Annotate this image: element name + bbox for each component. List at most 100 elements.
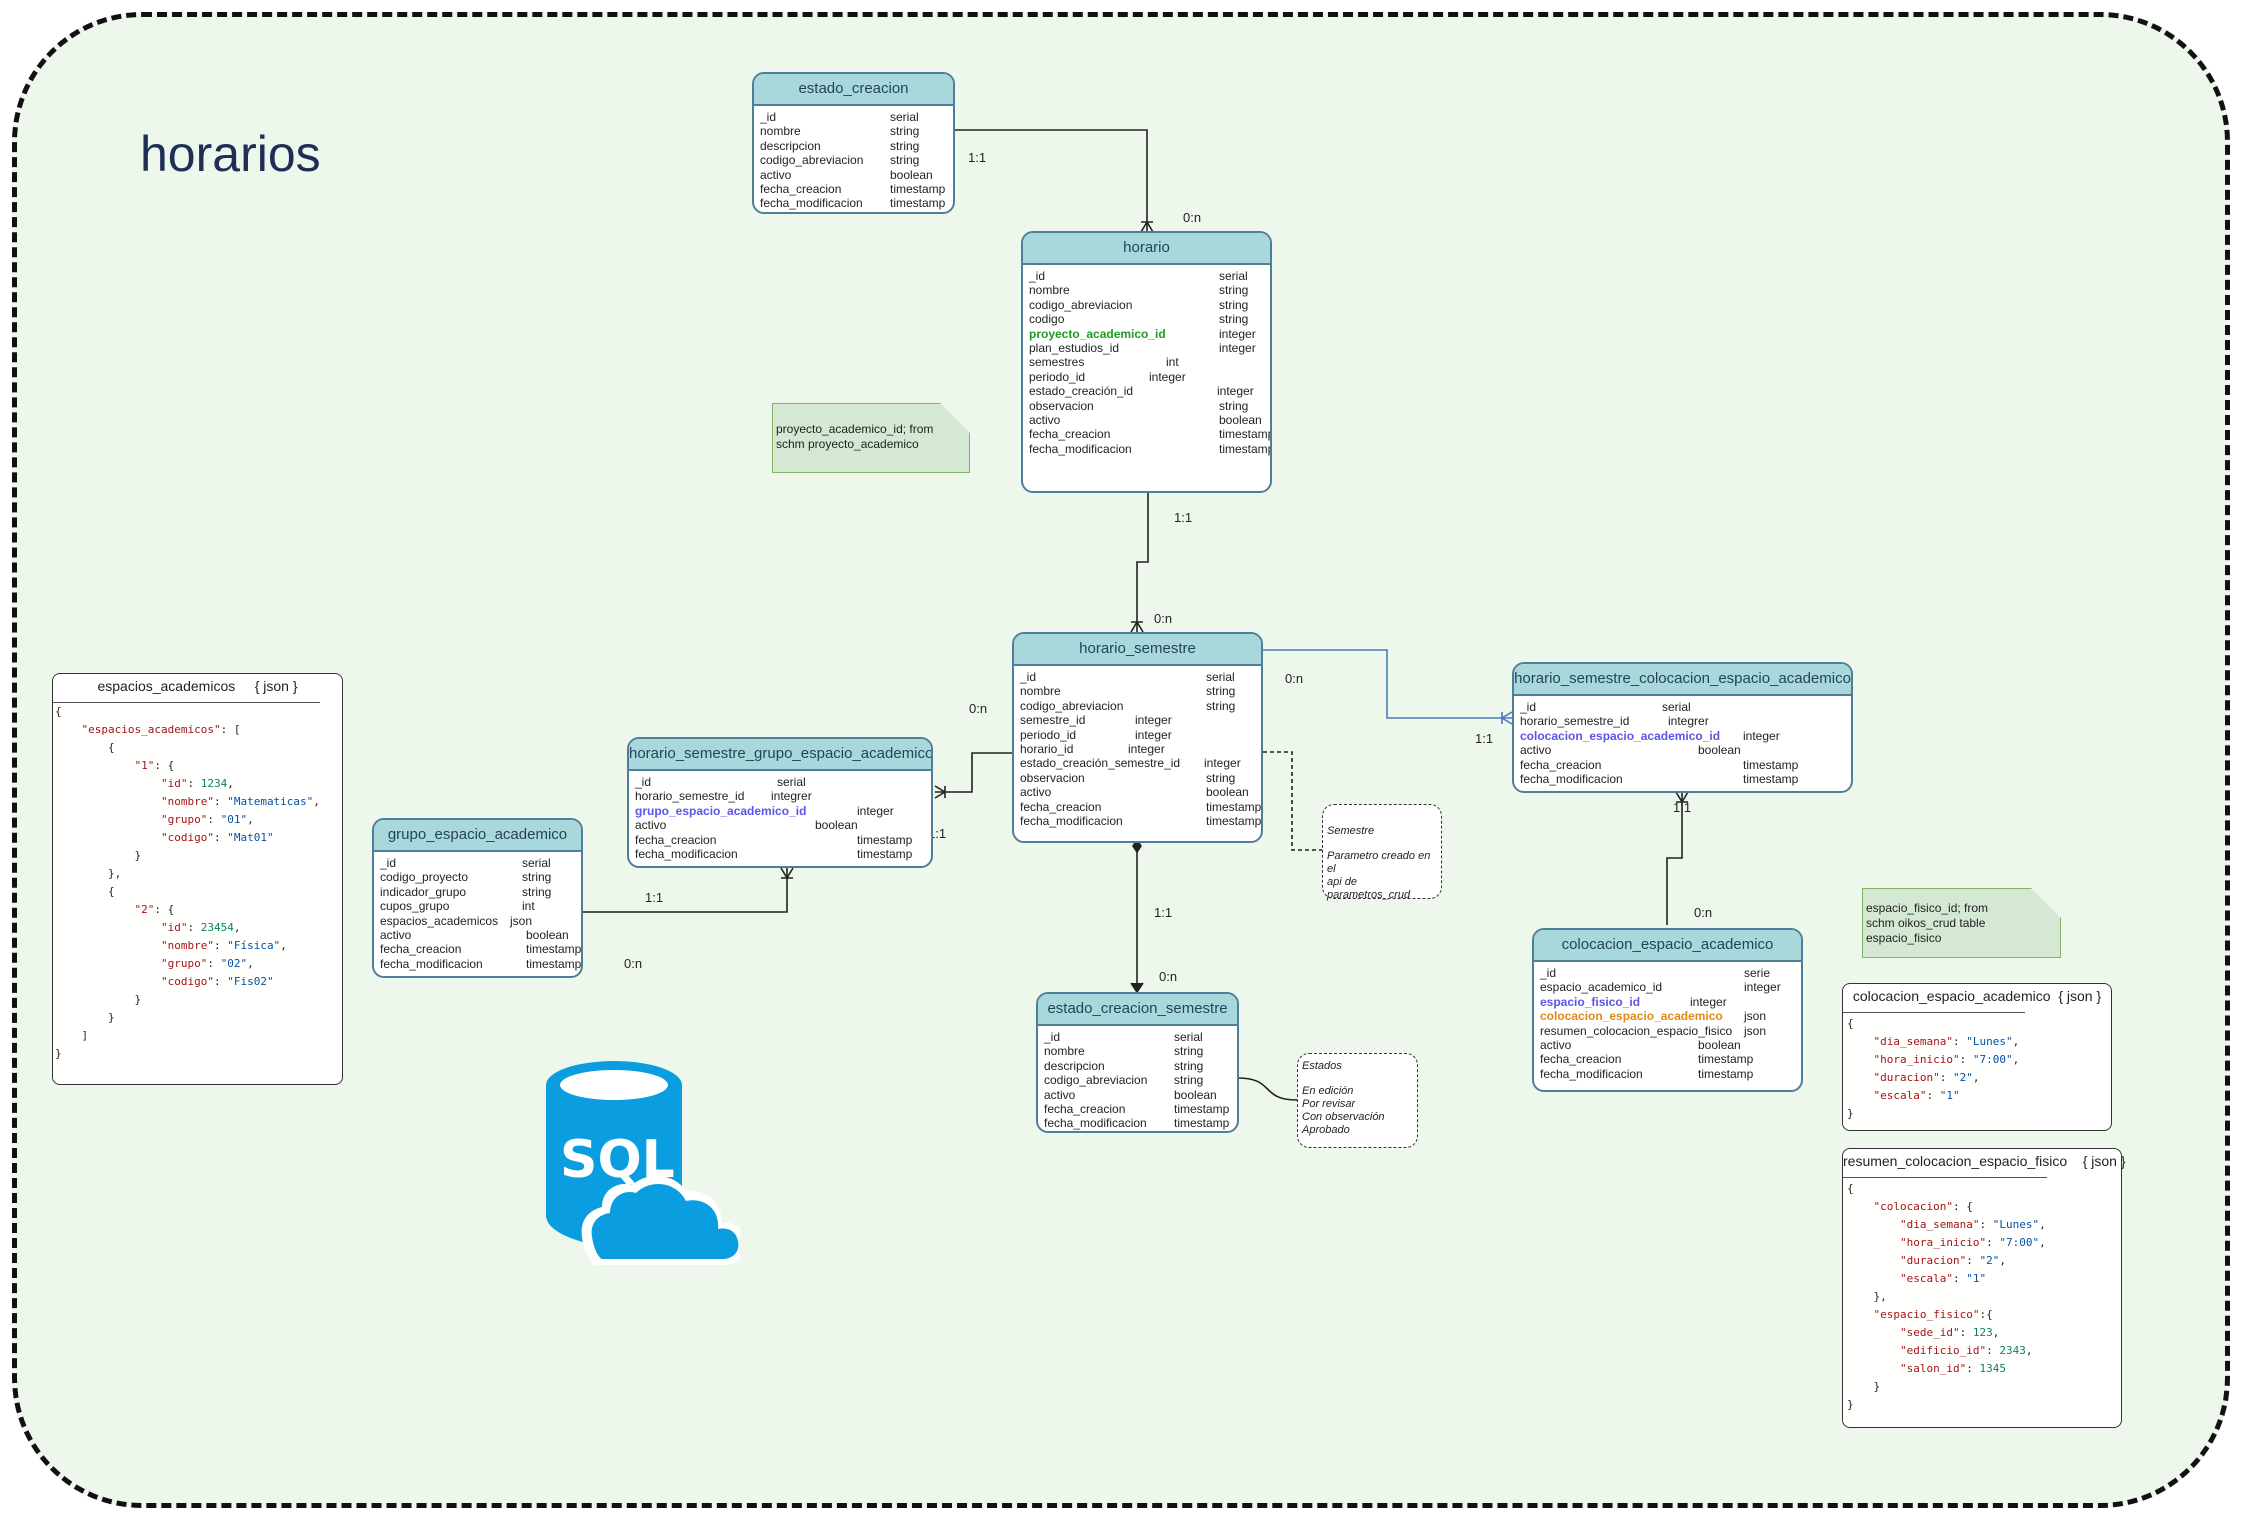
field-name: activo	[1044, 1087, 1076, 1102]
field-name: fecha_modificacion	[760, 196, 863, 211]
json-line: "dia_semana": "Lunes",	[1847, 1216, 2047, 1234]
field-type: integer	[1217, 384, 1254, 399]
json-token: "codigo"	[160, 975, 214, 988]
json-token: "2"	[1979, 1254, 2000, 1267]
field-name: fecha_creacion	[1029, 427, 1111, 442]
field-type: string	[1206, 698, 1236, 713]
json-line: "edificio_id": 2343,	[1847, 1342, 2047, 1360]
field-type: string	[1219, 312, 1249, 327]
json-token: :	[1926, 1089, 1940, 1102]
json-token	[55, 921, 161, 934]
note-espacio-fisico: espacio_fisico_id; from schm oikos_crud …	[1862, 888, 2061, 958]
json-token	[55, 777, 161, 790]
json-token: ,	[247, 813, 254, 826]
field-name: fecha_modificacion	[1044, 1116, 1147, 1131]
json-token	[55, 813, 161, 826]
field-name: fecha_creacion	[1540, 1052, 1622, 1067]
field-type: int	[522, 899, 535, 914]
field-type: timestamp	[857, 846, 913, 861]
json-token	[1847, 1362, 1900, 1375]
field-type: string	[1219, 283, 1249, 298]
json-line: "dia_semana": "Lunes",	[1847, 1033, 2025, 1051]
entity-horario-semestre-colocacion-espacio-academico[interactable]: horario_semestre_colocacion_espacio_acad…	[1512, 662, 1853, 793]
json-token: ,	[233, 921, 241, 934]
field-type: timestamp	[857, 832, 913, 847]
field-name: horario_semestre_id	[1520, 714, 1630, 729]
field-name: codigo_abreviacion	[760, 153, 864, 168]
json-header: colocacion_espacio_academico { json }	[1843, 984, 2111, 1006]
json-token	[1847, 1035, 1874, 1048]
field-name: nombre	[1029, 283, 1070, 298]
field-type: string	[1206, 684, 1236, 699]
note-proyecto-academico: proyecto_academico_id; from schm proyect…	[772, 403, 970, 473]
json-token	[55, 939, 161, 952]
json-token: :	[1979, 1218, 1993, 1231]
json-token: "grupo"	[160, 813, 208, 826]
field-type: json	[1744, 1023, 1767, 1038]
json-token: :	[187, 921, 201, 934]
json-token: "Física"	[227, 939, 281, 952]
json-token: :	[207, 957, 221, 970]
rel-label: 0:n	[1154, 611, 1173, 626]
entity-title: horario_semestre	[1014, 634, 1261, 666]
field-type: serial	[777, 775, 806, 789]
json-token: ,	[280, 939, 287, 952]
callout-semestre: Semestre Parametro creado en el api de p…	[1322, 804, 1442, 901]
rel-label: 0:n	[1285, 671, 1304, 686]
field-type: timestamp	[526, 956, 582, 971]
field-type: timestamp	[1743, 757, 1799, 772]
json-token	[55, 957, 161, 970]
json-line: }	[55, 847, 320, 865]
field-name: semestre_id	[1020, 713, 1086, 728]
field-name: espacios_academicos	[380, 913, 499, 928]
field-type: timestamp	[1174, 1101, 1230, 1116]
entity-horario-semestre-grupo-espacio-academico[interactable]: horario_semestre_grupo_espacio_academico…	[627, 737, 933, 868]
json-line: }	[1847, 1378, 2047, 1396]
json-token: "02"	[220, 957, 248, 970]
json-token: "1"	[1939, 1089, 1960, 1102]
json-token: "hora_inicio"	[1873, 1053, 1960, 1066]
field-type: serial	[1174, 1030, 1203, 1044]
field-type: boolean	[815, 818, 858, 833]
json-token: "Matematicas"	[227, 795, 314, 808]
json-token: :	[213, 795, 228, 808]
json-token: }	[55, 1011, 115, 1024]
json-token: :	[1939, 1071, 1953, 1084]
json-line: }	[1847, 1396, 2047, 1414]
json-line: }	[55, 991, 320, 1009]
field-name: periodo_id	[1029, 369, 1086, 384]
field-row: nombre string	[1029, 283, 1264, 297]
field-type: string	[890, 153, 920, 168]
json-token: {	[1847, 1182, 1854, 1195]
json-token: "hora_inicio"	[1899, 1236, 1987, 1249]
json-token: "escala"	[1873, 1089, 1927, 1102]
json-line: "espacios_academicos": [	[55, 721, 320, 739]
field-type: int	[1166, 355, 1179, 370]
field-name: observacion	[1020, 770, 1085, 785]
field-name: codigo_abreviacion	[1020, 698, 1124, 713]
field-name: fecha_modificacion	[1020, 813, 1123, 828]
field-name: _id	[635, 775, 652, 789]
field-name: nombre	[1044, 1044, 1085, 1059]
field-row: codigo_abreviacion string	[760, 153, 947, 167]
field-name: proyecto_academico_id	[1029, 326, 1166, 341]
json-header: resumen_colocacion_espacio_fisico { json…	[1843, 1149, 2126, 1171]
